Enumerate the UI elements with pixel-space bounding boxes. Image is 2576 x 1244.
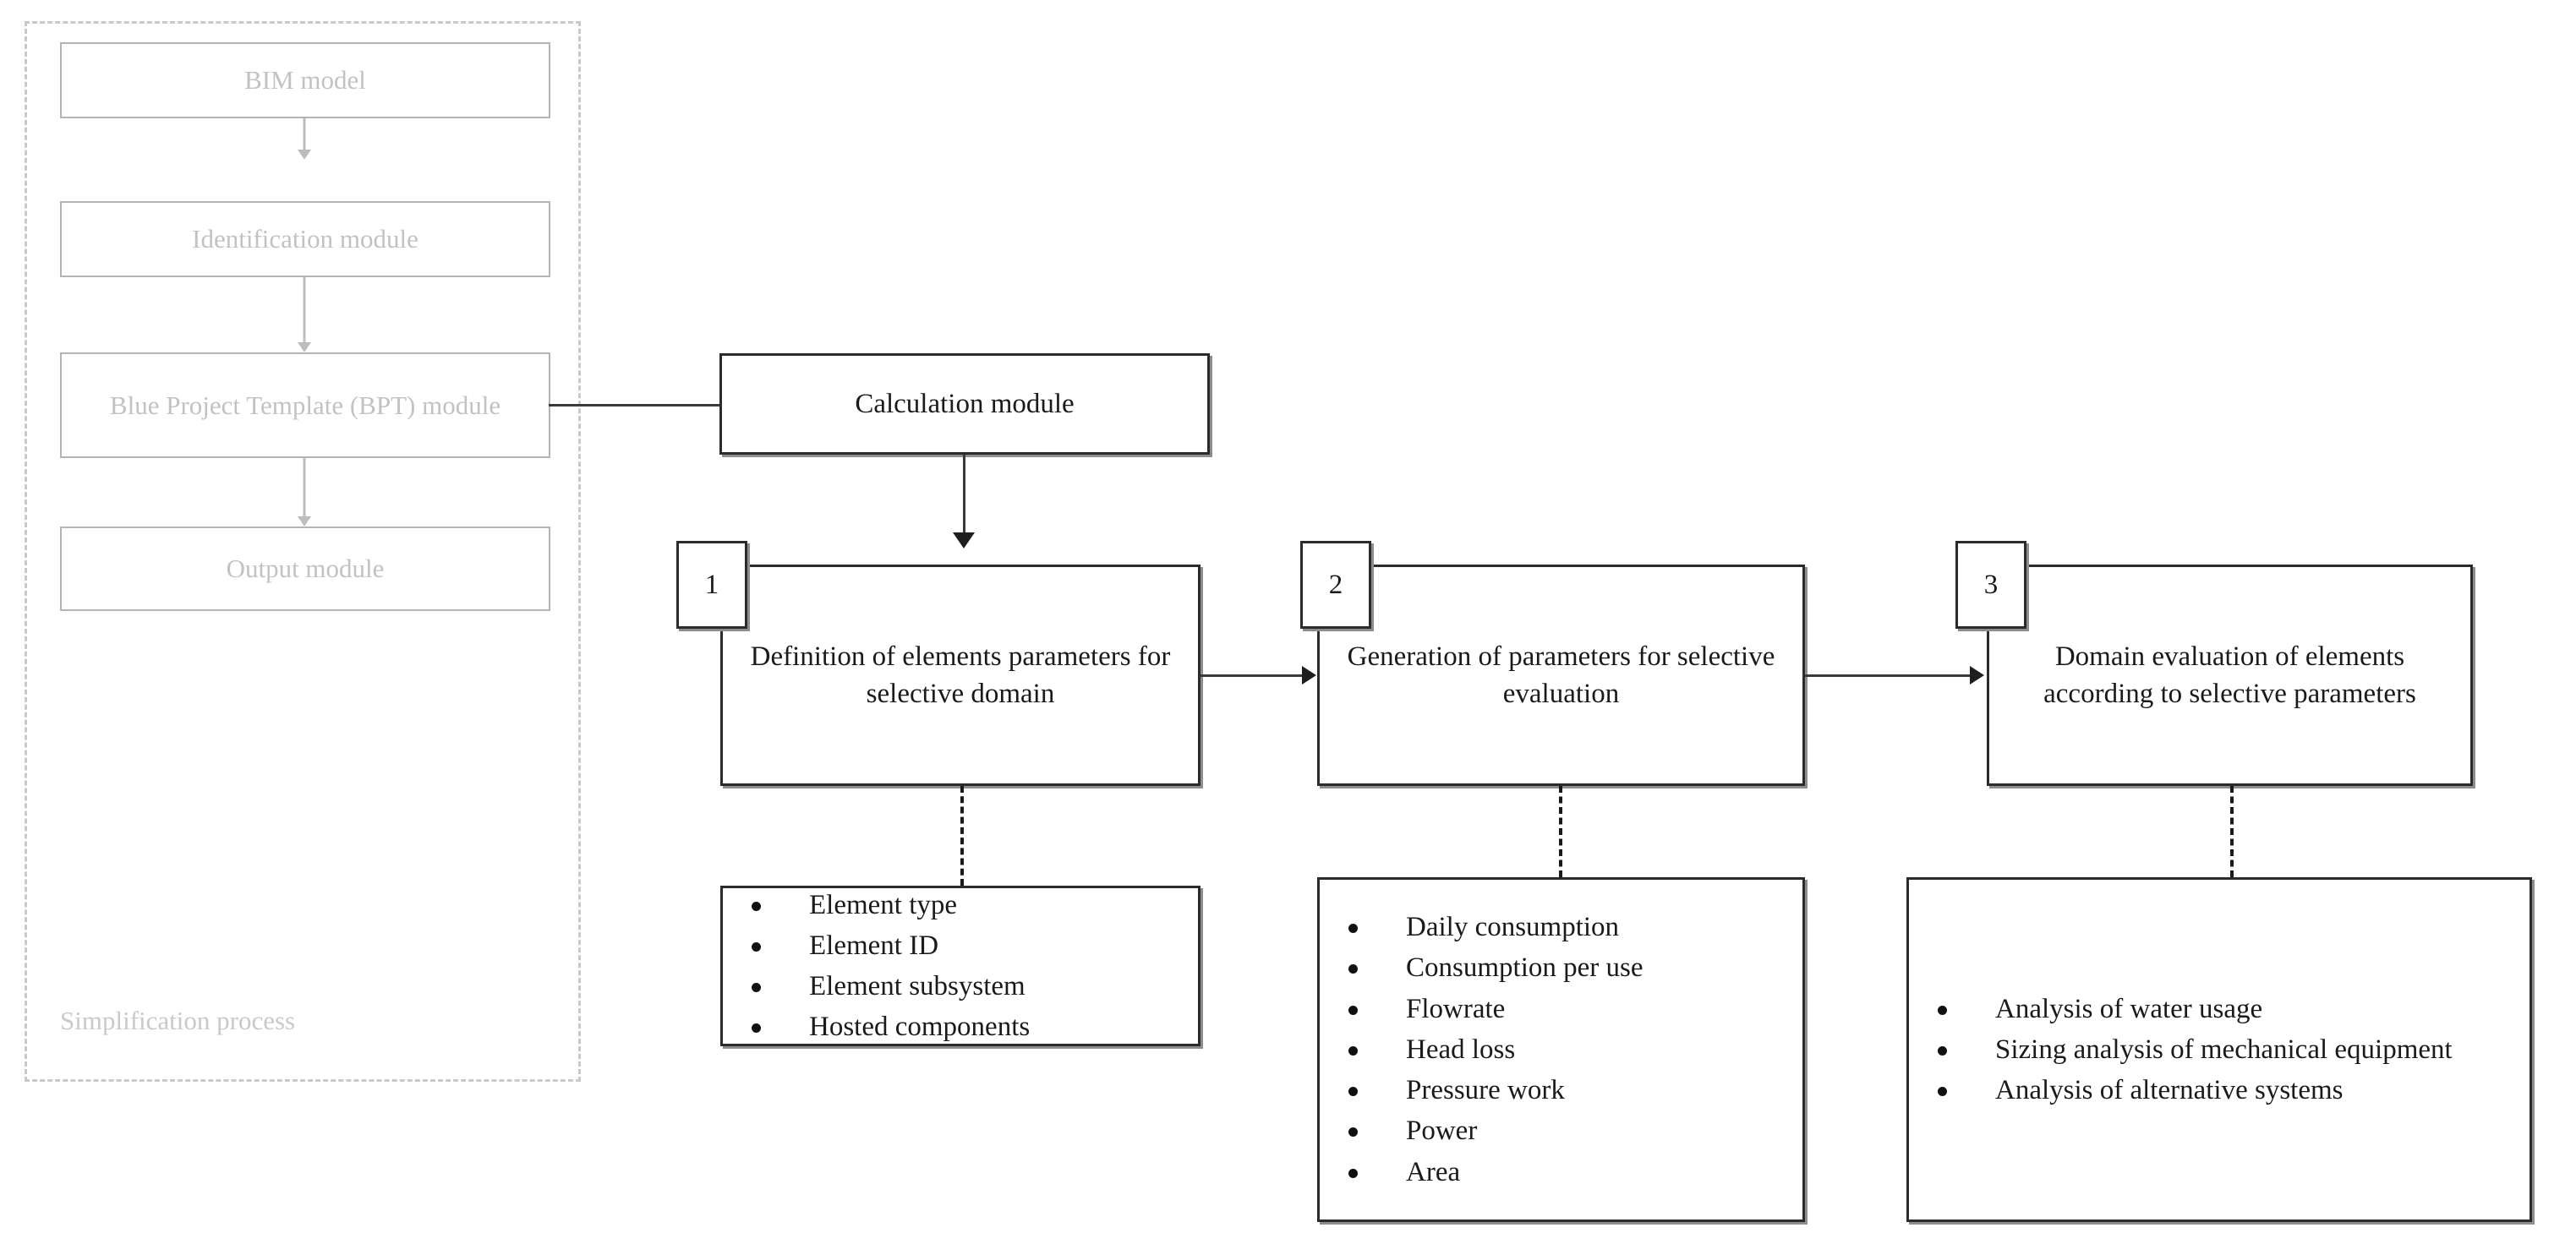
- bullet-list-2: Daily consumption Consumption per use Fl…: [1320, 909, 1802, 1190]
- ghost-box-label: Identification module: [192, 224, 418, 254]
- step-badge-number: 1: [704, 569, 719, 600]
- connector-calculation-to-step1-arrowhead: [953, 532, 975, 548]
- calculation-module-box: Calculation module: [719, 353, 1210, 455]
- list-item: Area: [1348, 1154, 1787, 1190]
- bullet-box-2: Daily consumption Consumption per use Fl…: [1317, 877, 1805, 1222]
- step-box-1: Definition of elements parameters for se…: [720, 565, 1200, 786]
- dashed-connector-step1: [960, 786, 964, 886]
- bullet-list-3: Analysis of water usage Sizing analysis …: [1909, 991, 2530, 1109]
- connector-step2-to-step3: [1805, 674, 1972, 677]
- list-item: Daily consumption: [1348, 909, 1787, 945]
- connector-calculation-to-step1-stem: [963, 455, 965, 541]
- bullet-box-3: Analysis of water usage Sizing analysis …: [1906, 877, 2532, 1222]
- list-item: Flowrate: [1348, 991, 1787, 1027]
- ghost-arrow-1: [287, 118, 321, 160]
- calculation-module-label: Calculation module: [855, 388, 1075, 419]
- bullet-box-1: Element type Element ID Element subsyste…: [720, 886, 1200, 1046]
- list-item: Consumption per use: [1348, 950, 1787, 985]
- bullet-list-1: Element type Element ID Element subsyste…: [723, 887, 1198, 1045]
- ghost-box-bpt-module: Blue Project Template (BPT) module: [60, 352, 550, 458]
- step-box-2: Generation of parameters for selective e…: [1317, 565, 1805, 786]
- simplification-process-region: [25, 21, 581, 1082]
- ghost-arrow-2: [287, 277, 321, 352]
- step-badge-1: 1: [676, 541, 747, 629]
- list-item: Element type: [752, 887, 1183, 923]
- list-item: Head loss: [1348, 1032, 1787, 1067]
- list-item: Hosted components: [752, 1009, 1183, 1045]
- ghost-box-label: BIM model: [244, 65, 366, 95]
- ghost-arrow-3: [287, 458, 321, 527]
- step-title-2: Generation of parameters for selective e…: [1347, 641, 1775, 709]
- dashed-connector-step3: [2230, 786, 2234, 877]
- list-item: Pressure work: [1348, 1072, 1787, 1108]
- list-item: Analysis of water usage: [1938, 991, 2514, 1027]
- connector-bpt-to-calculation: [549, 404, 721, 406]
- step-badge-number: 3: [1983, 569, 1999, 600]
- step-title-3: Domain evaluation of elements according …: [2043, 641, 2416, 709]
- ghost-box-output-module: Output module: [60, 527, 550, 611]
- step-box-3: Domain evaluation of elements according …: [1987, 565, 2473, 786]
- connector-step2-to-step3-arrowhead: [1970, 666, 1984, 685]
- ghost-box-label: Output module: [226, 554, 385, 584]
- list-item: Element ID: [752, 928, 1183, 963]
- ghost-box-identification-module: Identification module: [60, 201, 550, 277]
- list-item: Analysis of alternative systems: [1938, 1072, 2514, 1108]
- list-item: Sizing analysis of mechanical equipment: [1938, 1032, 2514, 1067]
- simplification-process-label: Simplification process: [60, 1006, 296, 1035]
- dashed-connector-step2: [1559, 786, 1562, 877]
- ghost-box-label: Blue Project Template (BPT) module: [109, 390, 501, 420]
- list-item: Element subsystem: [752, 968, 1183, 1004]
- step-badge-2: 2: [1300, 541, 1371, 629]
- step-title-1: Definition of elements parameters for se…: [750, 641, 1171, 709]
- list-item: Power: [1348, 1113, 1787, 1149]
- step-badge-number: 2: [1328, 569, 1343, 600]
- step-badge-3: 3: [1955, 541, 2026, 629]
- connector-step1-to-step2: [1200, 674, 1304, 677]
- ghost-box-bim-model: BIM model: [60, 42, 550, 118]
- connector-step1-to-step2-arrowhead: [1302, 666, 1316, 685]
